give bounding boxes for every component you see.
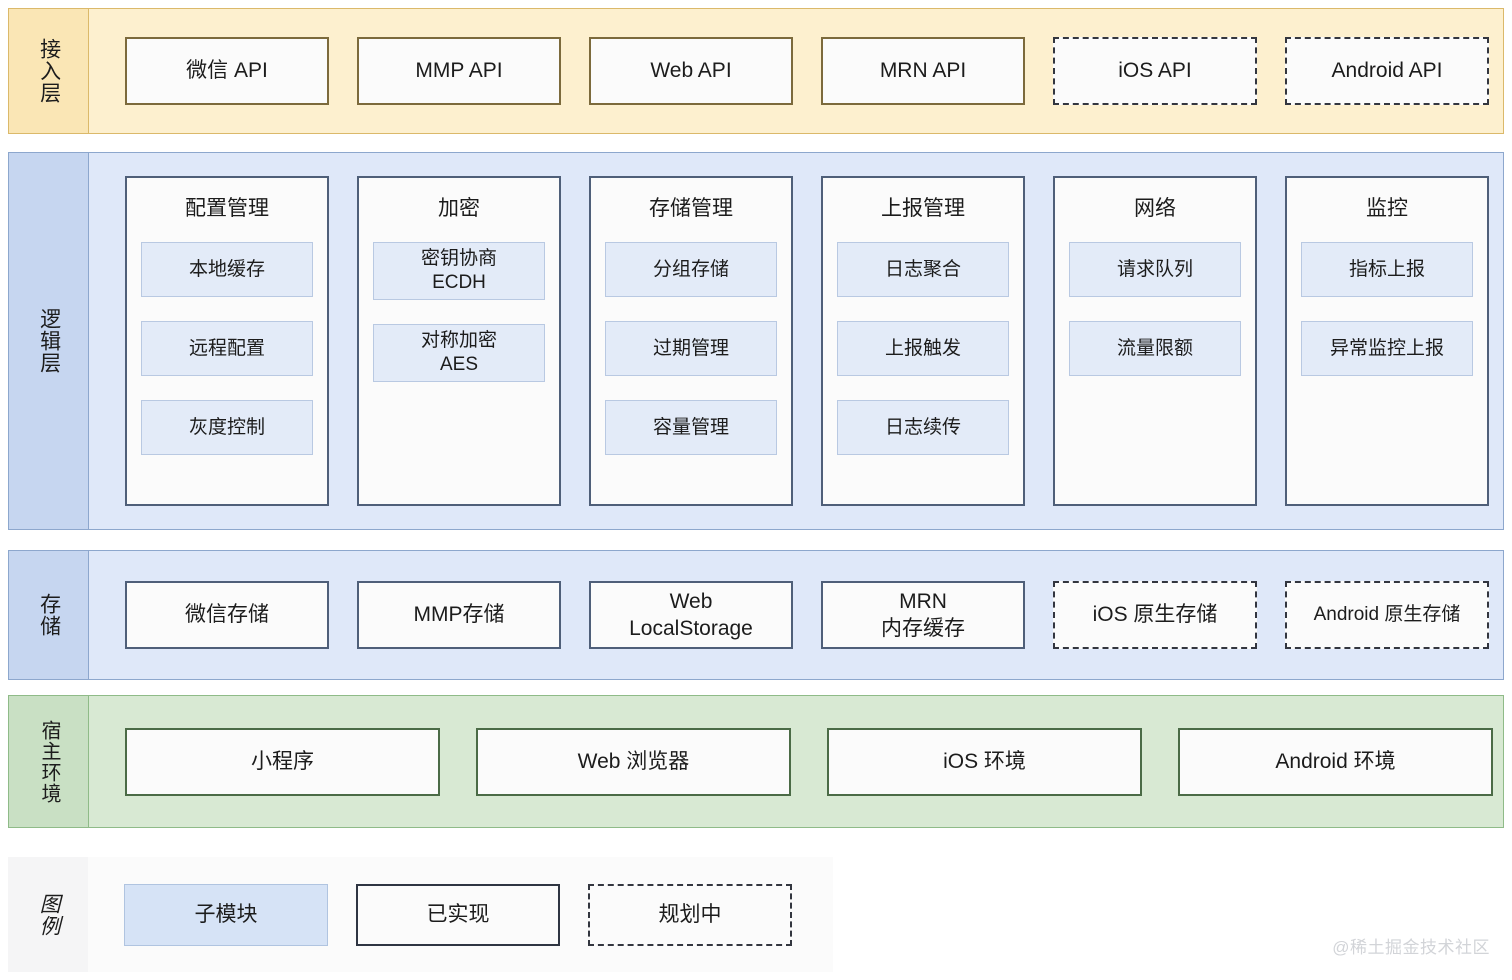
legend-card-row: 子模块 已实现 规划中: [124, 883, 792, 946]
card-wechat-api[interactable]: 微信 API: [125, 37, 329, 105]
band-legend: 图例 子模块 已实现 规划中: [8, 857, 833, 972]
card-mini-program[interactable]: 小程序: [125, 727, 440, 796]
card-android-environment[interactable]: Android 环境: [1178, 727, 1493, 796]
sub-module-remote-config[interactable]: 远程配置: [141, 321, 313, 376]
card-android-api[interactable]: Android API: [1285, 37, 1489, 105]
logic-column-row: 配置管理 本地缓存 远程配置 灰度控制 加密 密钥协商 ECDH 对称加密 AE…: [125, 176, 1489, 506]
card-ios-native-storage[interactable]: iOS 原生存储: [1053, 581, 1257, 649]
card-web-api[interactable]: Web API: [589, 37, 793, 105]
band-body-access: 微信 API MMP API Web API MRN API iOS API A…: [89, 9, 1503, 133]
band-logic-layer: 逻辑层 配置管理 本地缓存 远程配置 灰度控制 加密 密钥协商 ECDH 对称加…: [8, 152, 1504, 530]
sub-module-exception-monitor-report[interactable]: 异常监控上报: [1301, 321, 1473, 376]
band-label-host: 宿主环境: [9, 696, 89, 827]
card-mrn-api[interactable]: MRN API: [821, 37, 1025, 105]
logic-column-encryption[interactable]: 加密 密钥协商 ECDH 对称加密 AES: [357, 176, 561, 506]
card-ios-api[interactable]: iOS API: [1053, 37, 1257, 105]
logic-column-title: 上报管理: [881, 197, 965, 220]
logic-column-title: 网络: [1134, 197, 1176, 220]
band-body-logic: 配置管理 本地缓存 远程配置 灰度控制 加密 密钥协商 ECDH 对称加密 AE…: [89, 153, 1503, 529]
legend-item-submodule: 子模块: [124, 883, 328, 946]
band-body-storage: 微信存储 MMP存储 Web LocalStorage MRN 内存缓存 iOS…: [89, 551, 1503, 679]
card-android-native-storage[interactable]: Android 原生存储: [1285, 581, 1489, 649]
access-card-row: 微信 API MMP API Web API MRN API iOS API A…: [125, 37, 1489, 105]
sub-module-report-trigger[interactable]: 上报触发: [837, 321, 1009, 376]
card-wechat-storage[interactable]: 微信存储: [125, 581, 329, 649]
sub-module-key-exchange-ecdh[interactable]: 密钥协商 ECDH: [373, 242, 545, 300]
band-body-host: 小程序 Web 浏览器 iOS 环境 Android 环境: [89, 696, 1503, 827]
sub-module-local-cache[interactable]: 本地缓存: [141, 242, 313, 297]
band-label-legend: 图例: [8, 857, 88, 972]
logic-column-report-management[interactable]: 上报管理 日志聚合 上报触发 日志续传: [821, 176, 1025, 506]
legend-item-planned: 规划中: [588, 883, 792, 946]
band-access-layer: 接入层 微信 API MMP API Web API MRN API iOS A…: [8, 8, 1504, 134]
legend-item-implemented: 已实现: [356, 883, 560, 946]
sub-module-request-queue[interactable]: 请求队列: [1069, 242, 1241, 297]
card-mmp-api[interactable]: MMP API: [357, 37, 561, 105]
logic-column-title: 配置管理: [185, 197, 269, 220]
logic-column-storage-management[interactable]: 存储管理 分组存储 过期管理 容量管理: [589, 176, 793, 506]
card-mrn-memory-cache[interactable]: MRN 内存缓存: [821, 581, 1025, 649]
card-ios-environment[interactable]: iOS 环境: [827, 727, 1142, 796]
storage-card-row: 微信存储 MMP存储 Web LocalStorage MRN 内存缓存 iOS…: [125, 581, 1489, 649]
band-body-legend: 子模块 已实现 规划中: [88, 857, 833, 972]
logic-column-title: 存储管理: [649, 197, 733, 220]
sub-module-log-resume[interactable]: 日志续传: [837, 400, 1009, 455]
sub-module-expiry-management[interactable]: 过期管理: [605, 321, 777, 376]
sub-module-gray-control[interactable]: 灰度控制: [141, 400, 313, 455]
host-card-row: 小程序 Web 浏览器 iOS 环境 Android 环境: [125, 727, 1493, 796]
band-label-storage: 存储: [9, 551, 89, 679]
band-host-environment: 宿主环境 小程序 Web 浏览器 iOS 环境 Android 环境: [8, 695, 1504, 828]
sub-module-traffic-quota[interactable]: 流量限额: [1069, 321, 1241, 376]
band-storage-layer: 存储 微信存储 MMP存储 Web LocalStorage MRN 内存缓存 …: [8, 550, 1504, 680]
card-web-localstorage[interactable]: Web LocalStorage: [589, 581, 793, 649]
logic-column-monitoring[interactable]: 监控 指标上报 异常监控上报: [1285, 176, 1489, 506]
sub-module-capacity-management[interactable]: 容量管理: [605, 400, 777, 455]
card-mmp-storage[interactable]: MMP存储: [357, 581, 561, 649]
card-web-browser[interactable]: Web 浏览器: [476, 727, 791, 796]
sub-module-log-aggregation[interactable]: 日志聚合: [837, 242, 1009, 297]
sub-module-metric-report[interactable]: 指标上报: [1301, 242, 1473, 297]
sub-module-symmetric-aes[interactable]: 对称加密 AES: [373, 324, 545, 382]
band-label-logic: 逻辑层: [9, 153, 89, 529]
watermark: @稀土掘金技术社区: [1332, 938, 1490, 957]
logic-column-config-management[interactable]: 配置管理 本地缓存 远程配置 灰度控制: [125, 176, 329, 506]
band-label-access: 接入层: [9, 9, 89, 133]
logic-column-title: 监控: [1366, 197, 1408, 220]
logic-column-network[interactable]: 网络 请求队列 流量限额: [1053, 176, 1257, 506]
sub-module-grouped-storage[interactable]: 分组存储: [605, 242, 777, 297]
logic-column-title: 加密: [438, 197, 480, 220]
